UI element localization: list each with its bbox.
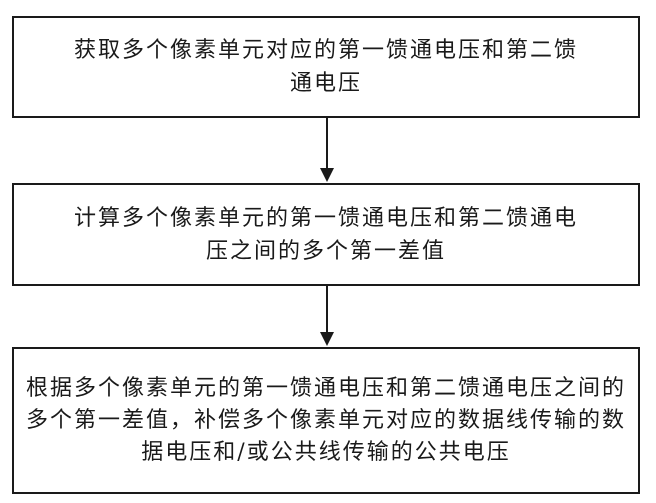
- flow-step-3-box: 根据多个像素单元的第一馈通电压和第二馈通电压之间的多个第一差值，补偿多个像素单元…: [12, 347, 640, 494]
- flow-step-2-box: 计算多个像素单元的第一馈通电压和第二馈通电压之间的多个第一差值: [12, 183, 640, 286]
- flow-step-1-text: 获取多个像素单元对应的第一馈通电压和第二馈通电压: [73, 38, 578, 96]
- arrow-2-3-head: [320, 332, 334, 346]
- flow-step-1-box: 获取多个像素单元对应的第一馈通电压和第二馈通电压: [12, 16, 640, 118]
- flow-step-2-text: 计算多个像素单元的第一馈通电压和第二馈通电压之间的多个第一差值: [73, 205, 578, 264]
- arrow-1-2-head: [320, 168, 334, 182]
- flow-step-3-text: 根据多个像素单元的第一馈通电压和第二馈通电压之间的多个第一差值，补偿多个像素单元…: [26, 375, 627, 465]
